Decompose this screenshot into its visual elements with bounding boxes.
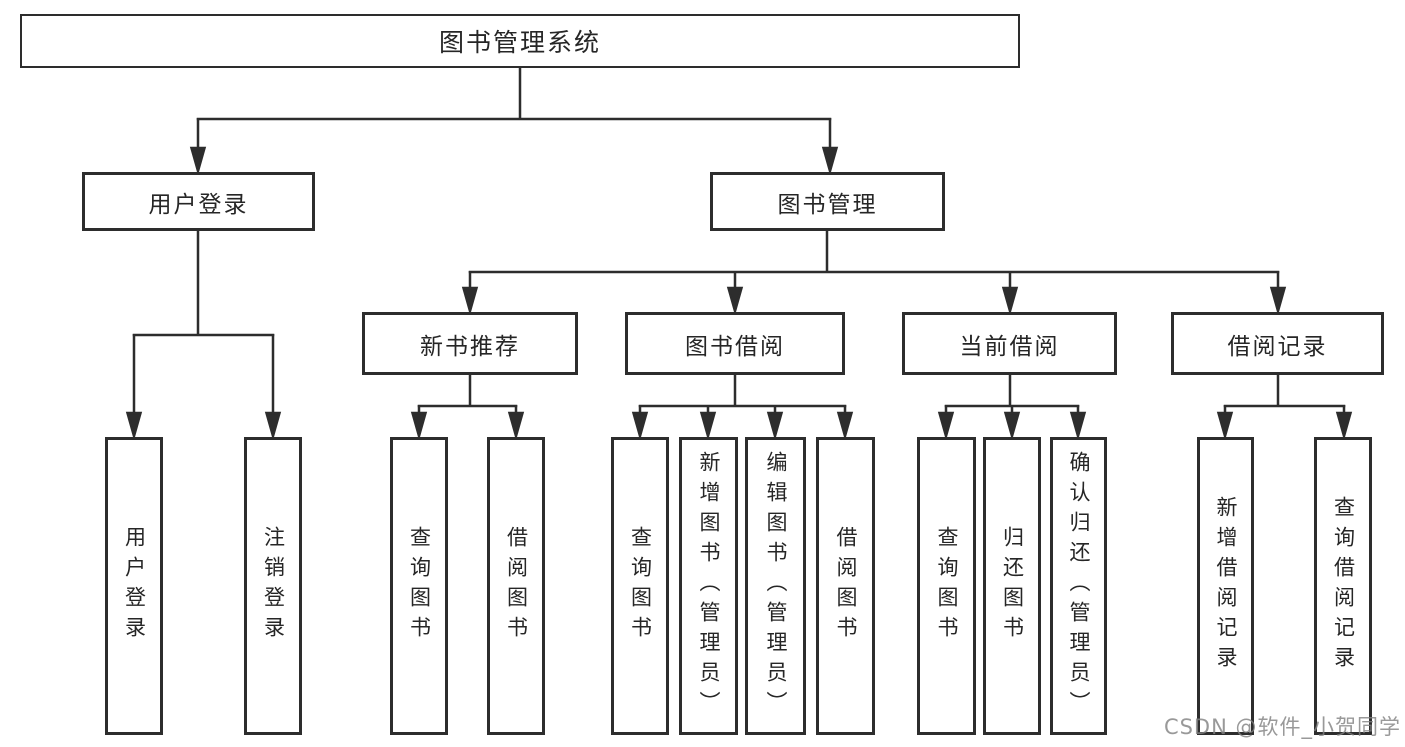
connector-book-management-to-children [461, 230, 1287, 316]
leaf-label: 归还图书 [1000, 526, 1025, 646]
node-leaf-query-borrow-record: 查询借阅记录 [1314, 437, 1372, 735]
leaf-label: 借阅图书 [504, 526, 529, 646]
node-leaf-logout: 注销登录 [244, 437, 302, 735]
connector-root-to-children [189, 67, 839, 176]
node-leaf-query-books-1: 查询图书 [390, 437, 448, 735]
node-current-borrow: 当前借阅 [902, 312, 1117, 375]
leaf-label: 查询图书 [935, 526, 959, 646]
node-leaf-borrow-books-2: 借阅图书 [816, 437, 875, 735]
leaf-label: 编辑图书（管理员） [764, 451, 788, 721]
node-library-management-system: 图书管理系统 [20, 14, 1020, 68]
connector-book-borrow-to-children [631, 374, 854, 441]
node-leaf-query-books-2: 查询图书 [611, 437, 669, 735]
leaf-label: 新增图书（管理员） [697, 451, 721, 721]
leaf-label: 确认归还（管理员） [1067, 451, 1091, 721]
node-leaf-confirm-return-admin: 确认归还（管理员） [1050, 437, 1107, 735]
node-leaf-borrow-books-1: 借阅图书 [487, 437, 545, 735]
leaf-label: 注销登录 [261, 526, 286, 646]
node-borrow-record: 借阅记录 [1171, 312, 1384, 375]
node-leaf-edit-books-admin: 编辑图书（管理员） [745, 437, 806, 735]
node-new-book-recommend: 新书推荐 [362, 312, 578, 375]
connector-new-book-recommend-to-children [410, 374, 525, 441]
leaf-label: 查询图书 [628, 526, 653, 646]
connector-current-borrow-to-children [937, 374, 1087, 441]
node-leaf-add-borrow-record: 新增借阅记录 [1197, 437, 1254, 735]
node-user-login: 用户登录 [82, 172, 315, 231]
node-leaf-user-login: 用户登录 [105, 437, 163, 735]
node-book-borrow: 图书借阅 [625, 312, 845, 375]
leaf-label: 查询借阅记录 [1331, 496, 1356, 676]
csdn-watermark: CSDN @软件_小贺同学 [1163, 715, 1401, 739]
node-book-management: 图书管理 [710, 172, 945, 231]
node-leaf-add-books-admin: 新增图书（管理员） [679, 437, 738, 735]
leaf-label: 用户登录 [122, 526, 147, 646]
connector-user-login-to-children [125, 230, 282, 441]
connector-borrow-record-to-children [1216, 374, 1353, 441]
leaf-label: 查询图书 [407, 526, 432, 646]
leaf-label: 新增借阅记录 [1214, 496, 1238, 676]
leaf-label: 借阅图书 [834, 526, 858, 646]
node-leaf-query-books-3: 查询图书 [917, 437, 976, 735]
node-leaf-return-books: 归还图书 [983, 437, 1041, 735]
